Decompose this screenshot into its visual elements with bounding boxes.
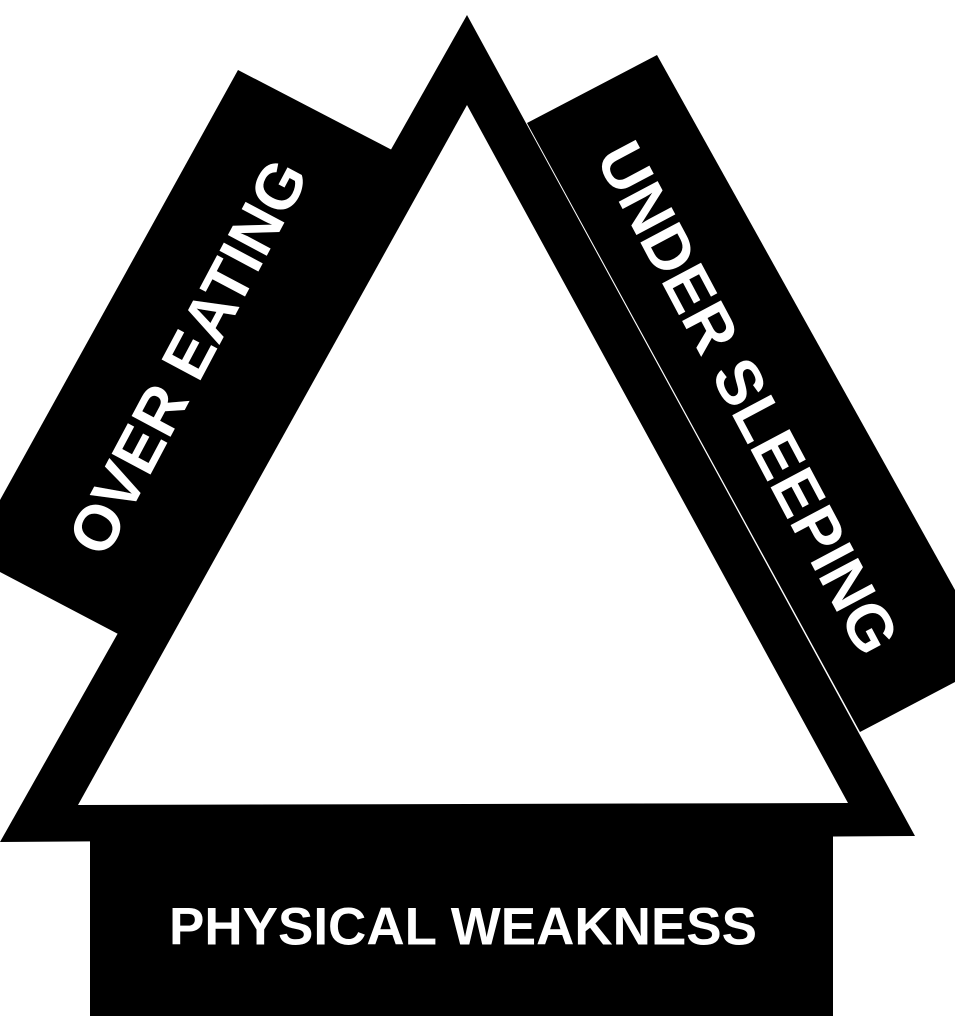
bottom-side-bar: [90, 832, 833, 1016]
right-side-bar: [527, 55, 955, 732]
bottom-side-label: PHYSICAL WEAKNESS: [169, 898, 757, 957]
left-side-bar: [0, 70, 392, 635]
inner-triangle: [78, 105, 848, 805]
